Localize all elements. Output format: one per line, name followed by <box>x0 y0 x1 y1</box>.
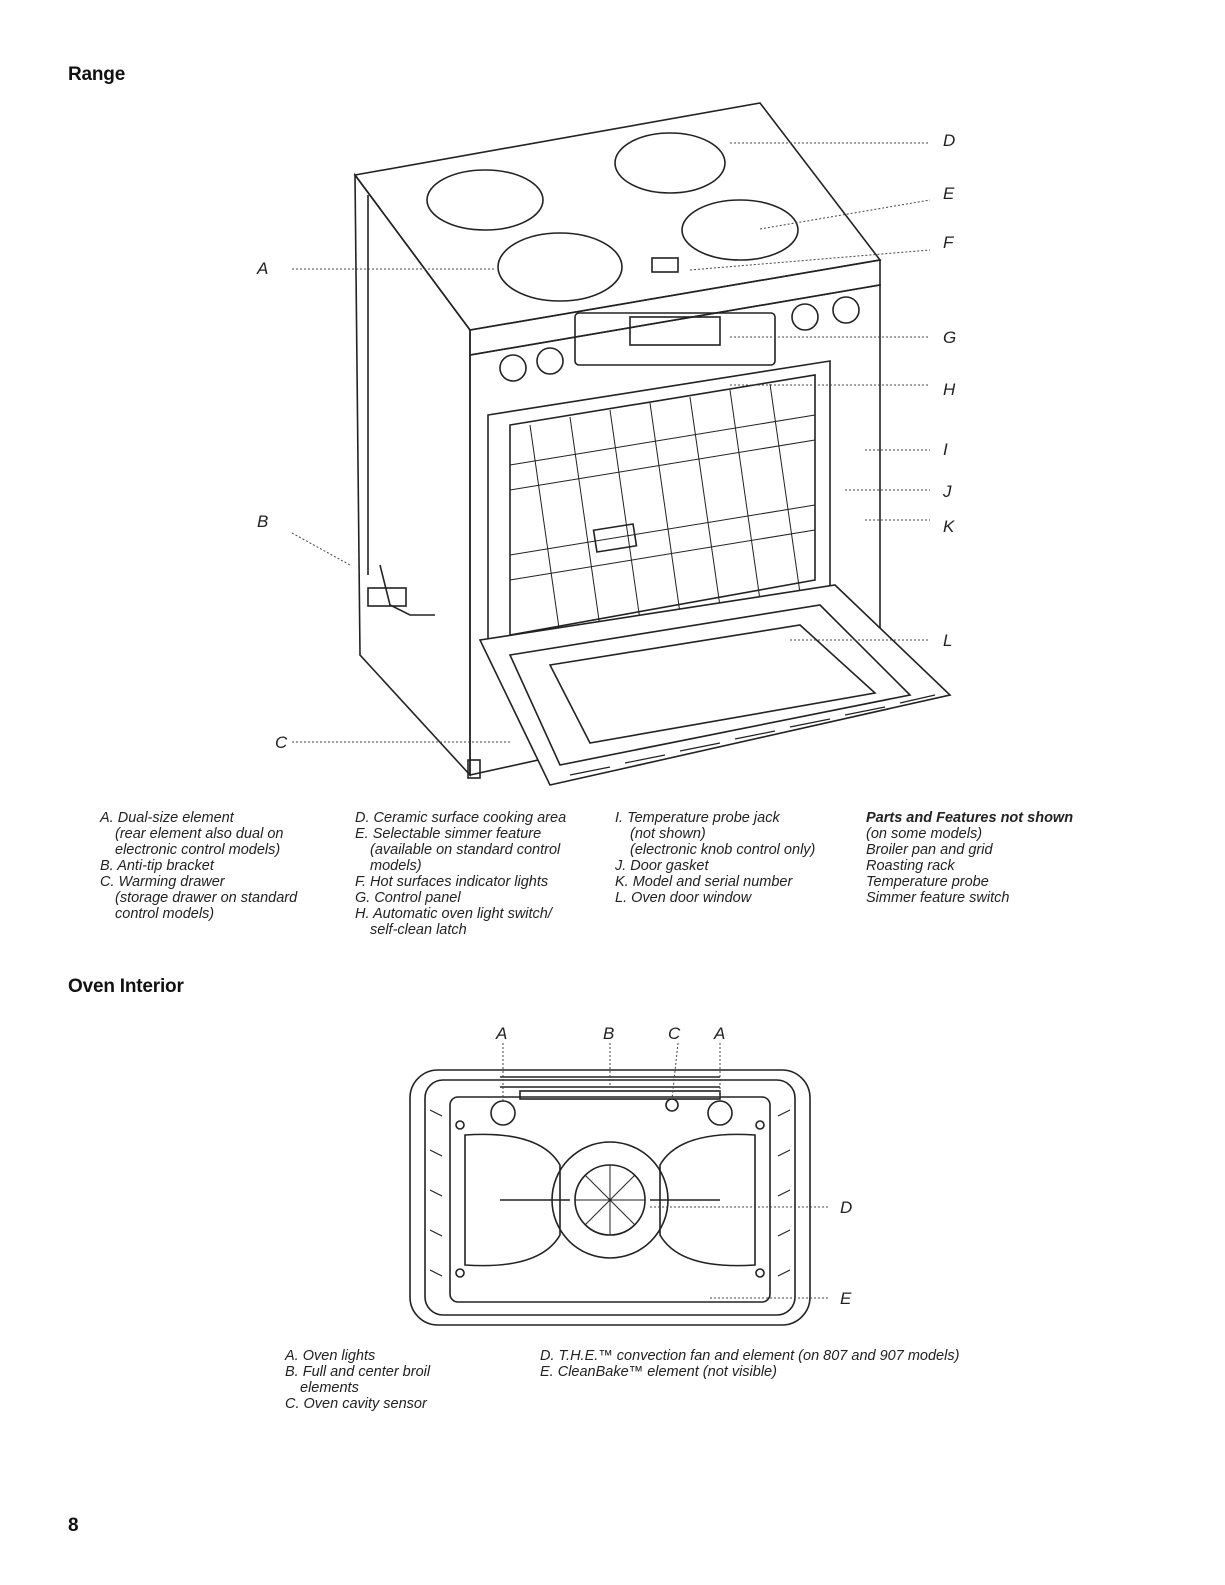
legend-item: K. Model and serial number <box>615 874 855 890</box>
callout-l: L <box>943 631 952 650</box>
not-shown-item: Temperature probe <box>866 874 989 890</box>
interior-leader-lines <box>502 1042 830 1299</box>
callout-c: C <box>275 733 288 752</box>
legend-subline: control models) <box>115 906 215 922</box>
interior-callout-a2: A <box>713 1024 725 1043</box>
callout-i: I <box>943 440 948 459</box>
legend-item: D. T.H.E.™ convection fan and element (o… <box>540 1348 1040 1364</box>
interior-legend-col2: D. T.H.E.™ convection fan and element (o… <box>540 1348 1040 1380</box>
legend-item: C. Oven cavity sensor <box>285 1396 505 1412</box>
legend-line: E. Selectable simmer feature <box>355 826 542 842</box>
legend-item: B. Anti-tip bracket <box>100 858 330 874</box>
page-number: 8 <box>68 1515 79 1536</box>
legend-subline: electronic control models) <box>115 842 281 858</box>
range-callout-labels: A B C D E F G H I J K L <box>256 131 956 752</box>
legend-item: J. Door gasket <box>615 858 855 874</box>
callout-h: H <box>943 380 956 399</box>
legend-line: J. Door gasket <box>615 858 709 874</box>
legend-line: I. Temperature probe jack <box>615 810 780 826</box>
not-shown-item: Broiler pan and grid <box>866 842 993 858</box>
range-legend-col4: Parts and Features not shown (on some mo… <box>866 810 1106 906</box>
not-shown-subtitle: (on some models) <box>866 826 983 842</box>
legend-item: E. Selectable simmer feature(available o… <box>355 826 600 874</box>
legend-item: C. Warming drawer(storage drawer on stan… <box>100 874 330 922</box>
callout-f: F <box>943 233 955 252</box>
legend-item: A. Dual-size element(rear element also d… <box>100 810 330 858</box>
section-heading-range: Range <box>68 64 126 85</box>
not-shown-item: Simmer feature switch <box>866 890 1010 906</box>
legend-subline: (storage drawer on standard <box>115 890 298 906</box>
legend-item: D. Ceramic surface cooking area <box>355 810 600 826</box>
interior-callout-e: E <box>840 1289 852 1308</box>
oven-interior-diagram: A B C A D E <box>409 1024 852 1326</box>
legend-item: E. CleanBake™ element (not visible) <box>540 1364 1040 1380</box>
legend-subline: (rear element also dual on <box>115 826 284 842</box>
legend-line: C. Warming drawer <box>100 874 225 890</box>
range-legend-col2: D. Ceramic surface cooking area E. Selec… <box>355 810 600 938</box>
section-heading-oven-interior: Oven Interior <box>68 976 184 997</box>
callout-j: J <box>942 482 952 501</box>
interior-callout-b: B <box>603 1024 614 1043</box>
legend-subline: (electronic knob control only) <box>630 842 816 858</box>
legend-item: F. Hot surfaces indicator lights <box>355 874 600 890</box>
legend-item: L. Oven door window <box>615 890 855 906</box>
callout-b: B <box>257 512 268 531</box>
not-shown-title: Parts and Features not shown <box>866 810 1074 826</box>
leader-lines <box>291 142 931 743</box>
legend-line: L. Oven door window <box>615 890 752 906</box>
callout-e: E <box>943 184 955 203</box>
range-legend-col3: I. Temperature probe jack(not shown)(ele… <box>615 810 855 906</box>
callout-d: D <box>943 131 955 150</box>
not-shown-item: Roasting rack <box>866 858 955 874</box>
legend-subline: elements <box>300 1380 359 1396</box>
range-illustration <box>353 102 952 786</box>
interior-callout-a: A <box>495 1024 507 1043</box>
interior-callout-d: D <box>840 1198 852 1217</box>
legend-subline: self-clean latch <box>370 922 467 938</box>
legend-line: D. T.H.E.™ convection fan and element (o… <box>540 1348 960 1364</box>
legend-line: E. CleanBake™ element (not visible) <box>540 1364 777 1380</box>
legend-line: A. Oven lights <box>285 1348 376 1364</box>
legend-item: I. Temperature probe jack(not shown)(ele… <box>615 810 855 858</box>
interior-callout-c: C <box>668 1024 681 1043</box>
legend-line: B. Full and center broil <box>285 1364 431 1380</box>
oven-interior-illustration <box>409 1069 811 1326</box>
legend-line: G. Control panel <box>355 890 461 906</box>
legend-subline: (not shown) <box>630 826 706 842</box>
callout-k: K <box>943 517 955 536</box>
legend-line: C. Oven cavity sensor <box>285 1396 427 1412</box>
legend-item: G. Control panel <box>355 890 600 906</box>
legend-line: H. Automatic oven light switch/ <box>355 906 552 922</box>
legend-line: D. Ceramic surface cooking area <box>355 810 567 826</box>
legend-line: F. Hot surfaces indicator lights <box>355 874 549 890</box>
legend-line: A. Dual-size element <box>100 810 234 826</box>
legend-subline: models) <box>370 858 422 874</box>
legend-line: B. Anti-tip bracket <box>100 858 214 874</box>
callout-g: G <box>943 328 956 347</box>
legend-line: K. Model and serial number <box>615 874 793 890</box>
range-legend-col1: A. Dual-size element(rear element also d… <box>100 810 330 922</box>
interior-callout-labels: A B C A D E <box>495 1024 852 1308</box>
legend-item: H. Automatic oven light switch/self-clea… <box>355 906 600 938</box>
callout-a: A <box>256 259 268 278</box>
legend-item: A. Oven lights <box>285 1348 505 1364</box>
legend-subline: (available on standard control <box>370 842 561 858</box>
range-diagram: A B C D E F G H I J K L <box>256 102 956 786</box>
